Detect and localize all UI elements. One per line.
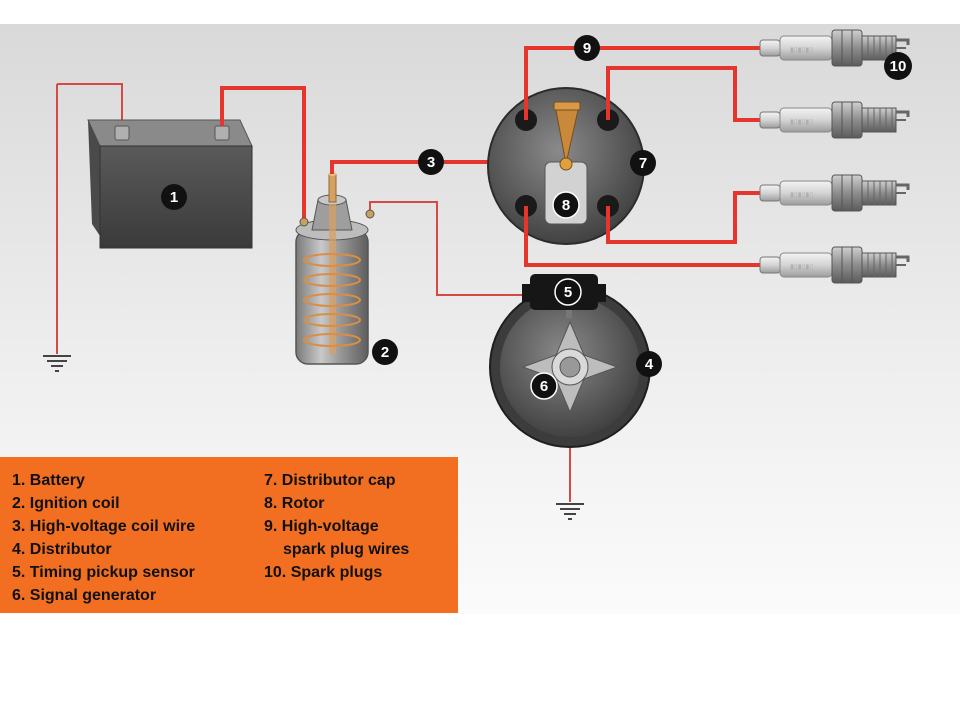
plug-wire-1 (524, 46, 860, 120)
battery (87, 119, 253, 249)
legend-item-5: 5. Timing pickup sensor (12, 564, 195, 581)
badge-4: 4 (636, 351, 662, 377)
battery-ground-icon (42, 355, 72, 372)
distributor-ground-icon (555, 503, 585, 520)
legend-panel: 1. Battery 2. Ignition coil 3. High-volt… (0, 457, 458, 613)
diagram-canvas: ▮▯▮▯▮▯ (42, 28, 912, 520)
legend-item-4: 4. Distributor (12, 541, 112, 558)
plug-wire-2 (606, 66, 760, 122)
legend-item-1: 1. Battery (12, 472, 85, 489)
legend-item-10: 10. Spark plugs (264, 564, 383, 581)
plug-wire-3 (606, 191, 760, 244)
svg-text:8: 8 (562, 197, 570, 214)
battery-positive-wire (220, 86, 306, 220)
legend-item-9-continued: spark plug wires (283, 541, 410, 558)
badge-3: 3 (418, 149, 444, 175)
badge-2: 2 (372, 339, 398, 365)
badge-6: 6 (530, 372, 558, 400)
legend-item-9: 9. High-voltage (264, 518, 379, 535)
legend-item-6: 6. Signal generator (12, 587, 157, 604)
svg-text:1: 1 (170, 189, 178, 206)
svg-text:7: 7 (639, 155, 647, 172)
ignition-coil (295, 172, 375, 365)
badge-10: 10 (884, 52, 912, 80)
battery-negative-wire (57, 83, 123, 124)
legend-item-2: 2. Ignition coil (12, 495, 120, 512)
svg-text:4: 4 (645, 356, 654, 373)
legend-item-8: 8. Rotor (264, 495, 325, 512)
svg-text:6: 6 (540, 378, 548, 395)
svg-text:3: 3 (427, 154, 435, 171)
badge-7: 7 (630, 150, 656, 176)
legend-column-left: 1. Battery 2. Ignition coil 3. High-volt… (12, 469, 252, 607)
spark-plug-4 (758, 245, 910, 285)
badge-9: 9 (574, 35, 600, 61)
svg-text:10: 10 (890, 58, 907, 75)
sensor-signal-wire (369, 201, 530, 296)
badge-1: 1 (161, 184, 187, 210)
svg-text:9: 9 (583, 40, 591, 57)
spark-plug-2 (758, 100, 910, 140)
badge-8: 8 (552, 191, 580, 219)
badge-5: 5 (554, 278, 582, 306)
distributor-cap (487, 87, 645, 245)
distributor (489, 286, 651, 448)
plug-wire-4 (524, 206, 760, 267)
legend-item-7: 7. Distributor cap (264, 472, 396, 489)
svg-text:2: 2 (381, 344, 389, 361)
spark-plug-3 (758, 173, 910, 213)
legend-item-3: 3. High-voltage coil wire (12, 518, 196, 535)
legend-column-right: 7. Distributor cap 8. Rotor 9. High-volt… (264, 469, 454, 584)
svg-text:5: 5 (564, 284, 572, 301)
